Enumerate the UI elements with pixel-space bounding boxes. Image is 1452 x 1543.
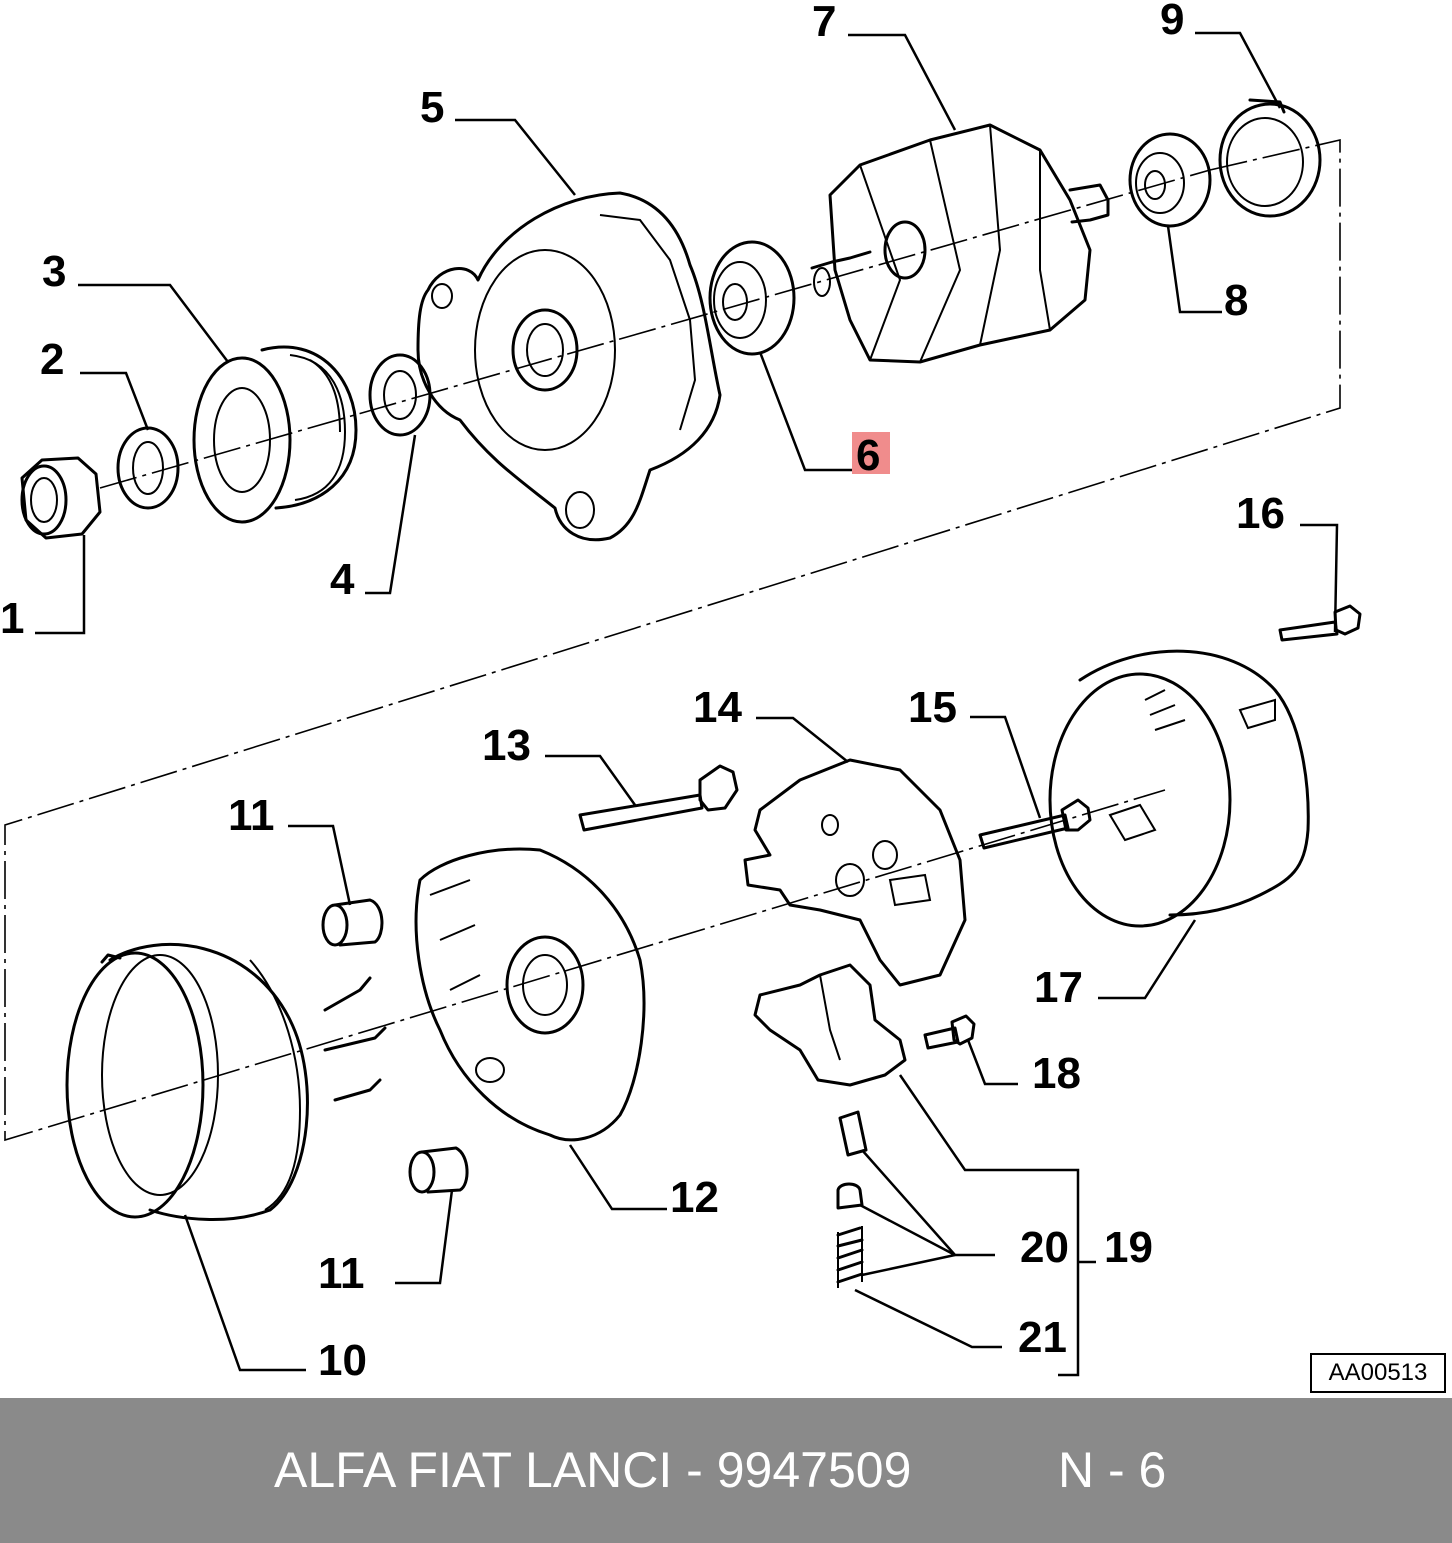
- part-nut: [20, 456, 102, 540]
- part-diode-plate: [743, 758, 967, 987]
- footer-part-ref: N - 6: [1058, 1442, 1167, 1498]
- part-screw: [923, 1014, 976, 1050]
- part-rear-cover: [1048, 649, 1310, 928]
- callout-5: 5: [420, 83, 444, 132]
- callout-14: 14: [693, 683, 742, 732]
- part-brush-cap: [836, 1182, 864, 1210]
- callout-21: 21: [1018, 1313, 1067, 1362]
- callout-7: 7: [812, 0, 836, 46]
- part-bushing-lower: [408, 1146, 469, 1194]
- part-brush: [838, 1110, 868, 1157]
- part-short-bolt: [978, 798, 1092, 850]
- callout-11-upper: 11: [228, 791, 275, 840]
- part-clamp-ring: [1218, 98, 1322, 218]
- callout-17: 17: [1034, 963, 1083, 1012]
- footer-bar: ALFA FIAT LANCI - 9947509 N - 6: [0, 1398, 1452, 1543]
- part-bushing-upper: [321, 898, 384, 947]
- callout-13: 13: [482, 721, 531, 770]
- callout-19: 19: [1104, 1223, 1153, 1272]
- callout-18: 18: [1032, 1049, 1081, 1098]
- callout-9: 9: [1160, 0, 1184, 44]
- footer-title: ALFA FIAT LANCI - 9947509: [274, 1442, 912, 1498]
- part-pulley: [192, 345, 358, 524]
- part-front-housing: [416, 191, 722, 542]
- part-rear-housing: [414, 847, 646, 1142]
- part-stator: [65, 943, 387, 1221]
- callout-6: 6: [856, 431, 880, 480]
- part-small-bolt: [1278, 604, 1362, 642]
- part-rear-bearing: [1128, 132, 1212, 228]
- callout-2: 2: [40, 335, 64, 384]
- callout-20: 20: [1020, 1223, 1069, 1272]
- part-spring: [836, 1226, 864, 1288]
- callout-16: 16: [1236, 489, 1285, 538]
- exploded-alternator-diagram: 1 2 3 4 5 6 7 8 9 10 11 11 12 13 14 15 1…: [0, 0, 1362, 1385]
- callout-10: 10: [318, 1336, 367, 1385]
- callout-12: 12: [670, 1173, 719, 1222]
- callout-15: 15: [908, 683, 957, 732]
- callout-8: 8: [1224, 276, 1248, 325]
- part-front-bearing: [708, 240, 796, 356]
- part-long-bolt: [578, 764, 739, 832]
- callout-highlight: [852, 432, 890, 474]
- callout-11-lower: 11: [318, 1249, 365, 1298]
- diagram-reference-code: AA00513: [1310, 1353, 1446, 1393]
- leader-lines: [35, 31, 1339, 1377]
- part-regulator: [753, 963, 907, 1087]
- callout-labels: 1 2 3 4 5 6 7 8 9 10 11 11 12 13 14 15 1…: [0, 0, 1285, 1385]
- callout-4: 4: [330, 555, 355, 604]
- callout-3: 3: [42, 247, 66, 296]
- assembly-axes: [4, 138, 1341, 1142]
- part-rotor: [810, 123, 1110, 364]
- callout-1: 1: [0, 594, 24, 643]
